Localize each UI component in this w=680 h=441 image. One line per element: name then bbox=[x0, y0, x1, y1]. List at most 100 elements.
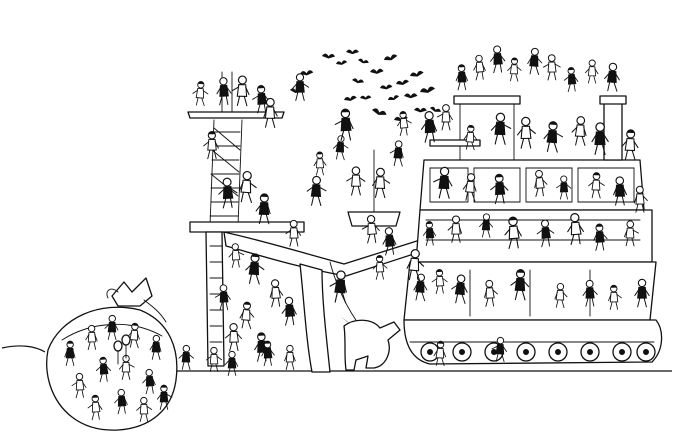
person-figure bbox=[372, 167, 391, 199]
person-figure bbox=[585, 59, 599, 84]
person-figure bbox=[433, 340, 447, 367]
person-figure bbox=[567, 213, 584, 245]
person-figure bbox=[361, 214, 380, 244]
person-figure bbox=[613, 176, 627, 206]
person-figure bbox=[149, 334, 162, 361]
person-figure bbox=[252, 85, 270, 114]
bird-icon bbox=[372, 108, 387, 115]
person-figure bbox=[269, 279, 284, 308]
person-figure bbox=[255, 193, 271, 225]
bird-icon bbox=[410, 70, 424, 77]
machine-body bbox=[403, 95, 657, 321]
bird-icon bbox=[420, 86, 436, 93]
person-figure bbox=[490, 45, 506, 74]
person-figure bbox=[372, 255, 388, 280]
person-figure bbox=[231, 75, 250, 107]
bird-icon bbox=[300, 70, 314, 76]
person-figure bbox=[604, 62, 620, 92]
person-figure bbox=[433, 166, 453, 199]
person-figure bbox=[534, 169, 548, 197]
bird-icon bbox=[388, 95, 400, 101]
person-figure bbox=[563, 67, 579, 93]
person-figure bbox=[490, 173, 509, 205]
person-figure bbox=[127, 322, 140, 349]
ground-line bbox=[1, 345, 672, 372]
bird-flock bbox=[290, 49, 441, 122]
person-figure bbox=[463, 124, 478, 151]
person-figure bbox=[436, 104, 453, 131]
bird-icon bbox=[336, 60, 348, 65]
person-figure bbox=[582, 279, 598, 307]
person-figure bbox=[285, 219, 302, 247]
person-figure bbox=[634, 278, 650, 308]
person-figure bbox=[87, 394, 103, 421]
person-figure bbox=[527, 47, 543, 76]
person-figure bbox=[556, 175, 572, 200]
person-figure bbox=[608, 284, 622, 310]
balloon-icon bbox=[121, 334, 131, 346]
bird-icon bbox=[384, 54, 398, 61]
center-platform bbox=[189, 221, 305, 367]
creature bbox=[340, 316, 401, 371]
person-figure bbox=[218, 177, 238, 209]
person-figure bbox=[95, 356, 111, 383]
person-figure bbox=[591, 122, 609, 156]
bird-icon bbox=[370, 68, 384, 74]
person-figure bbox=[156, 384, 173, 410]
person-figure bbox=[228, 243, 245, 268]
person-figure bbox=[543, 54, 561, 81]
person-figure bbox=[451, 274, 468, 305]
ball-crowd bbox=[64, 314, 173, 422]
person-figure bbox=[491, 336, 507, 363]
person-figure bbox=[119, 354, 135, 380]
person-figure bbox=[588, 172, 605, 199]
person-figure bbox=[178, 344, 194, 371]
person-figure bbox=[114, 388, 128, 415]
balloon-icon bbox=[113, 340, 123, 352]
person-figure bbox=[245, 253, 265, 285]
person-figure bbox=[261, 340, 275, 367]
bird-icon bbox=[430, 106, 441, 112]
person-figure bbox=[462, 173, 477, 202]
person-figure bbox=[64, 340, 76, 366]
person-figure bbox=[239, 301, 255, 330]
bird-icon bbox=[346, 49, 359, 55]
person-figure bbox=[306, 175, 327, 207]
person-figure bbox=[333, 135, 349, 161]
person-figure bbox=[473, 54, 486, 81]
person-figure bbox=[621, 129, 639, 161]
person-figure bbox=[571, 116, 587, 147]
person-figure bbox=[447, 215, 462, 243]
person-figure bbox=[192, 81, 209, 107]
person-figure bbox=[504, 216, 522, 250]
person-figure bbox=[214, 284, 231, 311]
person-figure bbox=[346, 166, 366, 196]
bird-icon bbox=[380, 84, 393, 90]
person-figure bbox=[216, 77, 232, 106]
bird-icon bbox=[414, 107, 427, 113]
person-figure bbox=[455, 64, 469, 91]
person-figure bbox=[507, 57, 522, 82]
person-figure bbox=[104, 314, 119, 341]
person-figure bbox=[490, 112, 512, 145]
person-figure bbox=[543, 121, 564, 153]
person-figure bbox=[510, 269, 530, 301]
person-figure bbox=[136, 396, 153, 422]
person-figure bbox=[431, 269, 448, 294]
person-figure bbox=[71, 372, 87, 399]
person-figure bbox=[284, 344, 296, 370]
bird-icon bbox=[344, 95, 357, 101]
person-figure bbox=[238, 170, 257, 204]
person-figure bbox=[263, 97, 278, 129]
person-figure bbox=[389, 140, 404, 167]
person-figure bbox=[624, 220, 639, 247]
winged-rider bbox=[111, 277, 153, 307]
person-figure bbox=[281, 296, 297, 326]
person-figure bbox=[334, 108, 354, 141]
person-figure bbox=[85, 324, 98, 351]
person-figure bbox=[291, 73, 310, 102]
person-figure bbox=[422, 221, 437, 246]
person-figure bbox=[406, 249, 425, 282]
person-figure bbox=[554, 282, 568, 309]
